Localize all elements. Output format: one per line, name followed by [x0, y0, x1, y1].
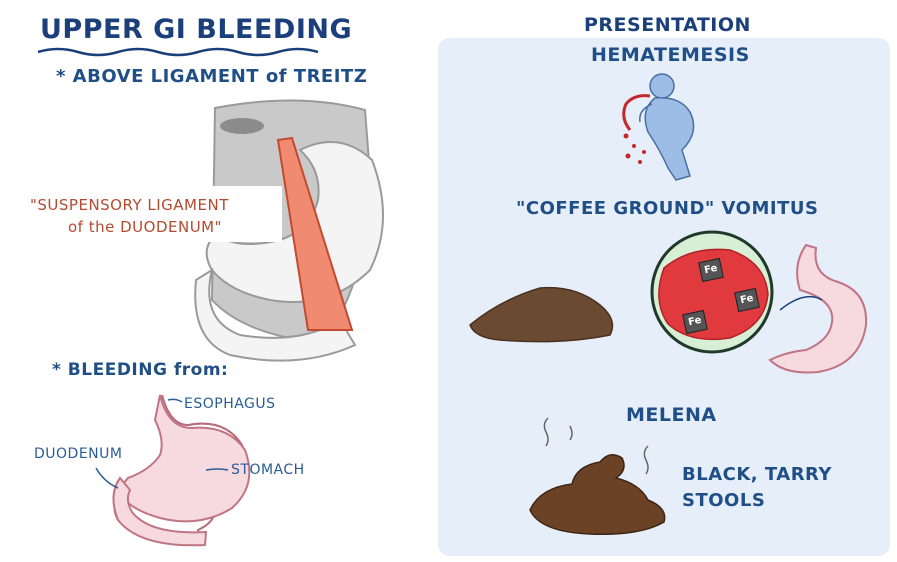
presentation-heading: PRESENTATION — [584, 14, 751, 36]
stomach-pointer — [205, 468, 229, 471]
vomiting-person-icon — [622, 73, 695, 181]
melena-label: MELENA — [626, 404, 717, 426]
lower-stomach-fill — [120, 394, 251, 523]
hematemesis-label: HEMATEMESIS — [591, 44, 750, 66]
above-ligament-note: * ABOVE LIGAMENT of TREITZ — [56, 66, 368, 87]
aorta-opening-shape — [220, 118, 264, 134]
magnifier-pointer — [779, 295, 823, 311]
bleeding-from-heading: * BLEEDING from: — [52, 360, 229, 380]
coffee-ground-pile-icon — [469, 286, 614, 343]
page-title: UPPER GI BLEEDING — [40, 14, 353, 45]
stool-icon — [529, 417, 666, 535]
duodenum-label: DUODENUM — [34, 446, 123, 462]
ligament-label-line1: "SUSPENSORY LIGAMENT — [30, 196, 229, 214]
title-underline — [37, 47, 319, 57]
ligament-label-line2: of the DUODENUM" — [68, 218, 223, 236]
stomach-coffee-icon — [768, 243, 868, 374]
stools-label-line2: STOOLS — [682, 490, 766, 511]
lower-duodenum-fill — [112, 476, 208, 547]
ligament-of-treitz-shape — [276, 136, 354, 331]
esophagus-label: ESOPHAGUS — [184, 396, 276, 412]
stomach-label: STOMACH — [231, 462, 305, 478]
duodenum-pointer — [95, 467, 119, 489]
ligament-label-box — [24, 186, 282, 242]
duodenum-loop-shape — [194, 267, 357, 362]
esophagus-pointer — [167, 398, 183, 403]
stools-label-line1: BLACK, TARRY — [682, 464, 832, 485]
coffee-ground-label: "COFFEE GROUND" VOMITUS — [516, 198, 819, 219]
